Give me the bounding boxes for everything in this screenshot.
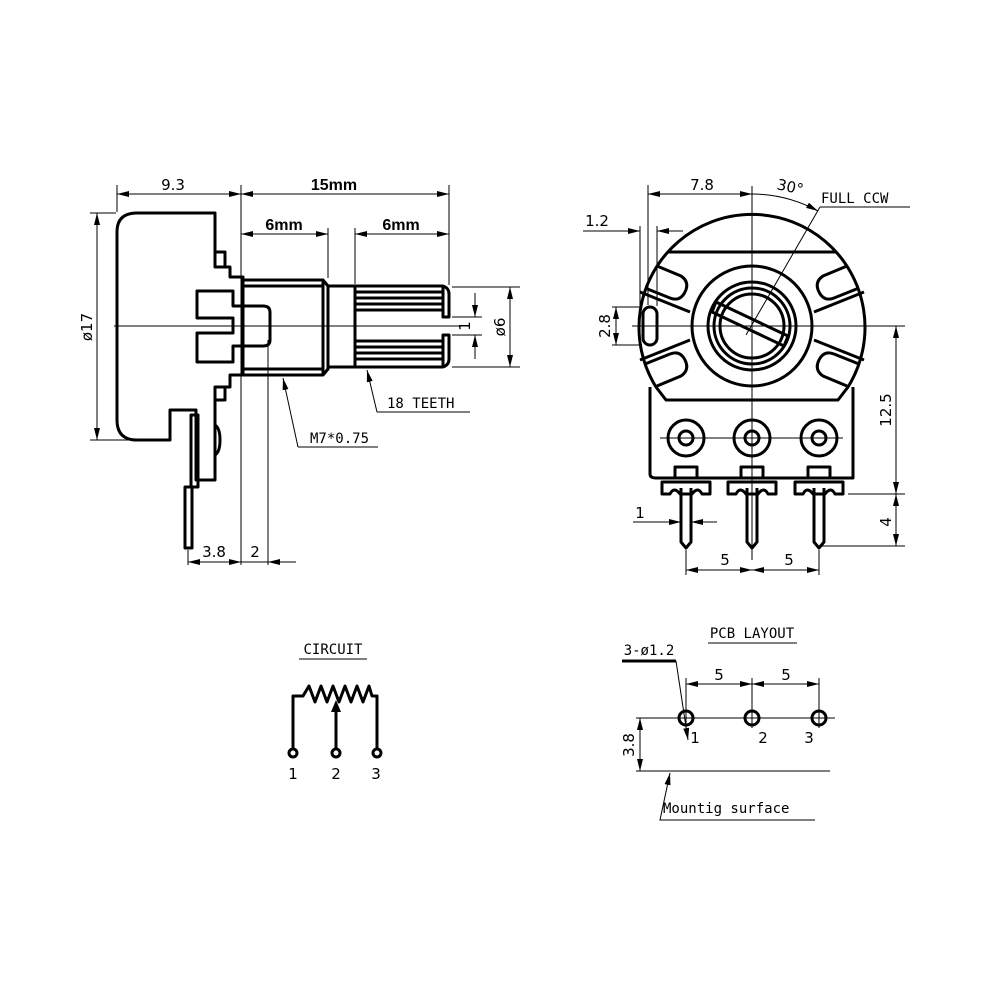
dim-body-depth: 9.3 — [161, 176, 185, 194]
pcb-hole — [677, 709, 695, 727]
pin-terminal — [287, 747, 299, 759]
wiper-arrow-icon — [331, 700, 341, 712]
circuit-title: CIRCUIT — [303, 642, 363, 658]
shaft-slot — [710, 300, 790, 348]
pcb-hole — [810, 709, 828, 727]
bushing — [243, 278, 330, 377]
front-view: 7.8 30° FULL CCW 1.2 2.8 12.5 4 1 5 5 — [583, 175, 910, 575]
pin — [183, 485, 194, 550]
rib — [639, 338, 691, 362]
dim-pitch-2: 5 — [784, 551, 794, 569]
tab — [215, 385, 227, 402]
dim-center-offset: 7.8 — [690, 176, 714, 194]
dim-pin-width: 1 — [635, 504, 645, 522]
dimensions — [583, 185, 910, 575]
dim-pitch-1: 5 — [714, 666, 724, 684]
dim-pin-offset: 3.8 — [202, 543, 226, 561]
rotor-boss — [195, 289, 272, 364]
dim-shaft-diameter: ø6 — [491, 318, 509, 337]
dim-height: 12.5 — [877, 393, 895, 426]
side-view: 9.3 15mm 6mm 6mm ø17 ø6 1 18 TEETH M7*0.… — [78, 176, 520, 565]
slot — [815, 351, 860, 388]
dim-pitch-1: 5 — [720, 551, 730, 569]
pcb-pin-1: 1 — [690, 729, 700, 747]
pcb-layout: PCB LAYOUT 3-ø1.2 5 5 1 2 3 3.8 Mountig … — [620, 626, 835, 821]
dim-tab-width: 1.2 — [585, 212, 609, 230]
terminal-pin — [679, 488, 693, 550]
tab — [215, 250, 227, 267]
tab — [214, 423, 222, 457]
dim-total-shaft: 15mm — [311, 177, 357, 194]
pin — [189, 413, 200, 489]
pin-terminal — [371, 747, 383, 759]
slot — [644, 351, 689, 388]
slot — [644, 264, 689, 301]
resistor-symbol — [291, 684, 379, 748]
circuit-diagram: CIRCUIT 1 2 3 — [287, 642, 383, 783]
dim-tab-height: 2.8 — [596, 314, 614, 338]
slot — [815, 264, 860, 301]
pcb-pin-2: 2 — [758, 729, 768, 747]
label-full-ccw: FULL CCW — [821, 191, 889, 207]
terminal-tab — [806, 465, 832, 478]
pcb-hole — [743, 709, 761, 727]
terminal-clip — [660, 480, 712, 496]
dim-bushing: 6mm — [265, 217, 302, 234]
pin-label-3: 3 — [371, 765, 381, 783]
dim-thread-offset: 2 — [250, 543, 260, 561]
pin-label-2: 2 — [331, 765, 341, 783]
dim-diameter: ø17 — [78, 313, 96, 341]
dim-pitch-2: 5 — [781, 666, 791, 684]
dim-pin-length: 4 — [877, 517, 895, 527]
shaft-lower — [328, 333, 451, 369]
label-teeth: 18 TEETH — [387, 396, 454, 412]
dim-slot: 1 — [456, 321, 474, 331]
leader — [659, 772, 815, 821]
dim-offset: 3.8 — [620, 733, 638, 757]
pcb-title: PCB LAYOUT — [710, 626, 795, 642]
shaft-upper — [328, 284, 451, 319]
pin-terminal — [330, 747, 342, 759]
knurl-teeth — [355, 290, 443, 361]
hole-spec: 3-ø1.2 — [624, 643, 675, 659]
rib — [813, 338, 865, 362]
surface-label: Mountig surface — [663, 801, 789, 817]
dim-angle: 30° — [775, 175, 805, 198]
body-outline — [637, 212, 867, 402]
label-thread: M7*0.75 — [310, 431, 369, 447]
dimensions — [90, 185, 520, 565]
terminal-clip — [793, 480, 845, 496]
rib — [813, 290, 865, 314]
pin-label-1: 1 — [288, 765, 298, 783]
terminal-tab — [673, 465, 699, 478]
pcb-pin-3: 3 — [804, 729, 814, 747]
dim-knurl: 6mm — [382, 217, 419, 234]
terminal-pin — [812, 488, 826, 550]
terminal-bracket — [648, 387, 855, 480]
